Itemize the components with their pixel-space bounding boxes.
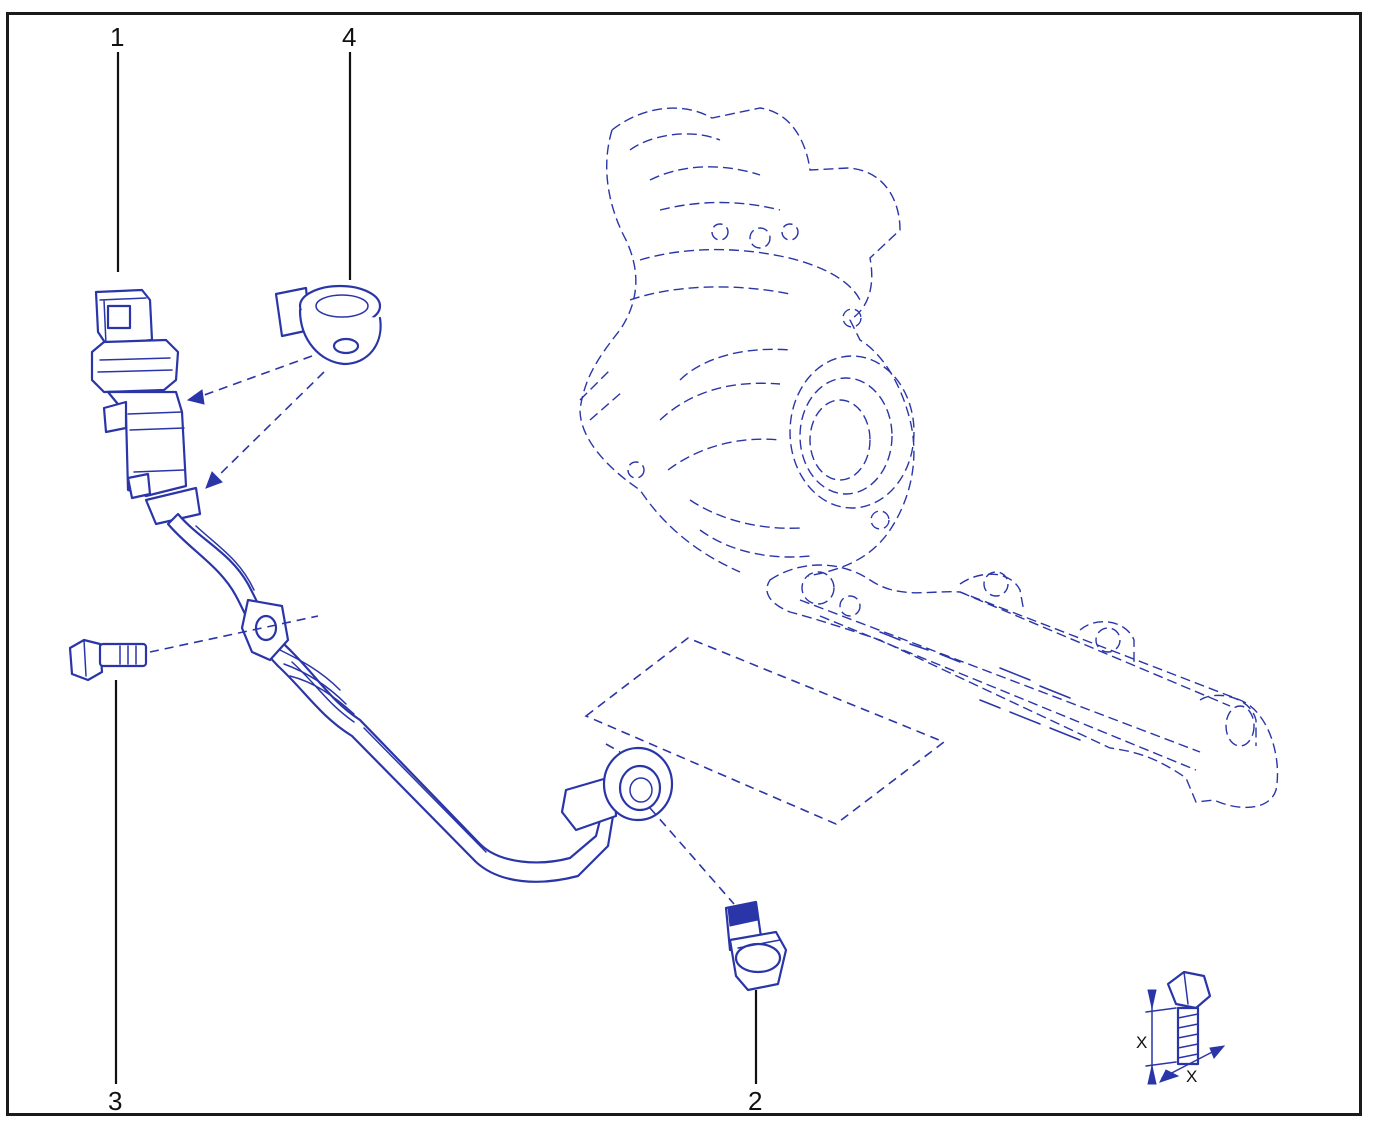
assembly-arrow-clip-upper (195, 355, 313, 399)
assembly-line-bolt (149, 615, 319, 653)
callout-1: 1 (110, 22, 124, 52)
assembly-line-banjo-bolt (649, 807, 735, 905)
mounting-reference-box (584, 637, 946, 825)
thread-diameter-label: X (1186, 1067, 1197, 1086)
thread-length-label: X (1136, 1033, 1147, 1052)
exhaust-manifold-phantom (766, 564, 1279, 809)
assembly-arrow-clip-lower (213, 371, 325, 481)
callout-2: 2 (748, 1086, 762, 1116)
sensor-pipe (166, 512, 616, 883)
bracket-hole (254, 614, 278, 642)
callout-4: 4 (342, 22, 356, 52)
thread-spec-symbol: X X (1136, 970, 1226, 1086)
sensor-hex-body (90, 338, 180, 394)
callout-3: 3 (108, 1086, 122, 1116)
pipe-clip (274, 284, 382, 366)
turbocharger-phantom (579, 107, 915, 577)
sensor-assembly (90, 288, 674, 883)
banjo-bolt (724, 900, 788, 992)
bracket-bolt (68, 638, 148, 682)
